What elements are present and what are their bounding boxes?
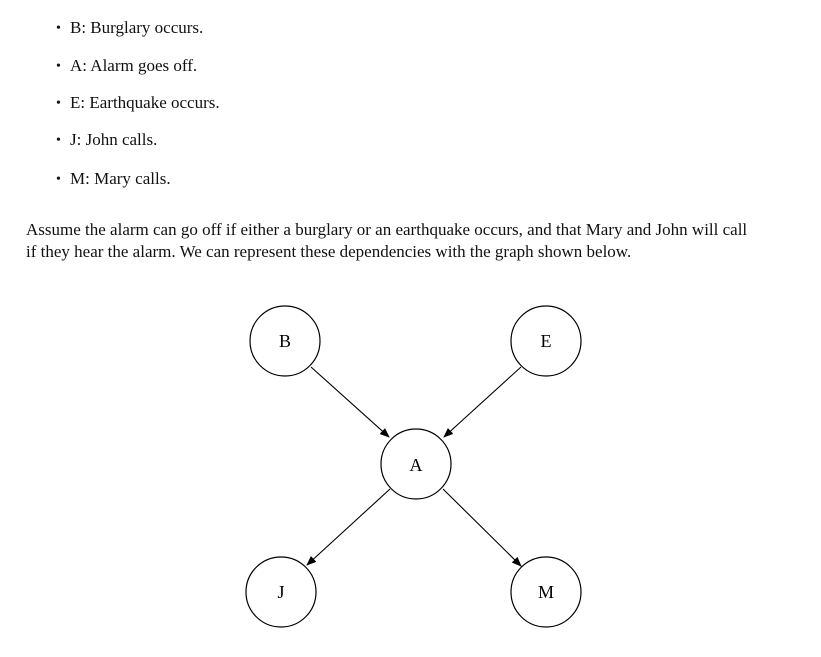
variable-list: • B: Burglary occurs. • A: Alarm goes off.… xyxy=(0,0,821,200)
node-m-circle xyxy=(510,556,582,628)
list-item-john: • J: John calls. xyxy=(56,130,157,151)
node-a-label: A xyxy=(410,455,423,475)
node-j-label: J xyxy=(277,582,284,602)
list-item-burglary: • B: Burglary occurs. xyxy=(56,18,203,39)
edge-e-to-a xyxy=(443,366,522,438)
node-a-circle xyxy=(380,428,452,500)
node-e-label: E xyxy=(541,331,552,351)
node-m-label: M xyxy=(538,582,554,602)
list-item-text: M: Mary calls. xyxy=(70,169,171,188)
node-b-label: B xyxy=(279,331,291,351)
bullet-icon: • xyxy=(56,172,61,187)
list-item-alarm: • A: Alarm goes off. xyxy=(56,56,197,77)
node-j: J xyxy=(245,556,317,628)
list-item-text: B: Burglary occurs. xyxy=(70,18,204,37)
node-b: B xyxy=(249,305,321,377)
list-item-mary: • M: Mary calls. xyxy=(56,169,171,190)
list-item-text: E: Earthquake occurs. xyxy=(70,93,220,112)
paragraph-line-1: Assume the alarm can go off if either a … xyxy=(26,220,748,239)
list-item-earthquake: • E: Earthquake occurs. xyxy=(56,93,220,114)
node-e-circle xyxy=(510,305,582,377)
node-e: E xyxy=(510,305,582,377)
bullet-icon: • xyxy=(56,133,61,148)
description-paragraph: Assume the alarm can go off if either a … xyxy=(26,219,816,263)
node-b-circle xyxy=(249,305,321,377)
bullet-icon: • xyxy=(56,96,61,111)
edge-b-to-a xyxy=(310,366,390,438)
paragraph-line-2: if they hear the alarm. We can represent… xyxy=(26,242,632,261)
bullet-icon: • xyxy=(56,59,61,74)
bullet-icon: • xyxy=(56,21,61,36)
node-m: M xyxy=(510,556,582,628)
node-j-circle xyxy=(245,556,317,628)
list-item-text: J: John calls. xyxy=(70,130,158,149)
edge-a-to-m xyxy=(442,488,522,567)
edge-a-to-j xyxy=(306,488,391,566)
node-a: A xyxy=(380,428,452,500)
list-item-text: A: Alarm goes off. xyxy=(70,56,198,75)
